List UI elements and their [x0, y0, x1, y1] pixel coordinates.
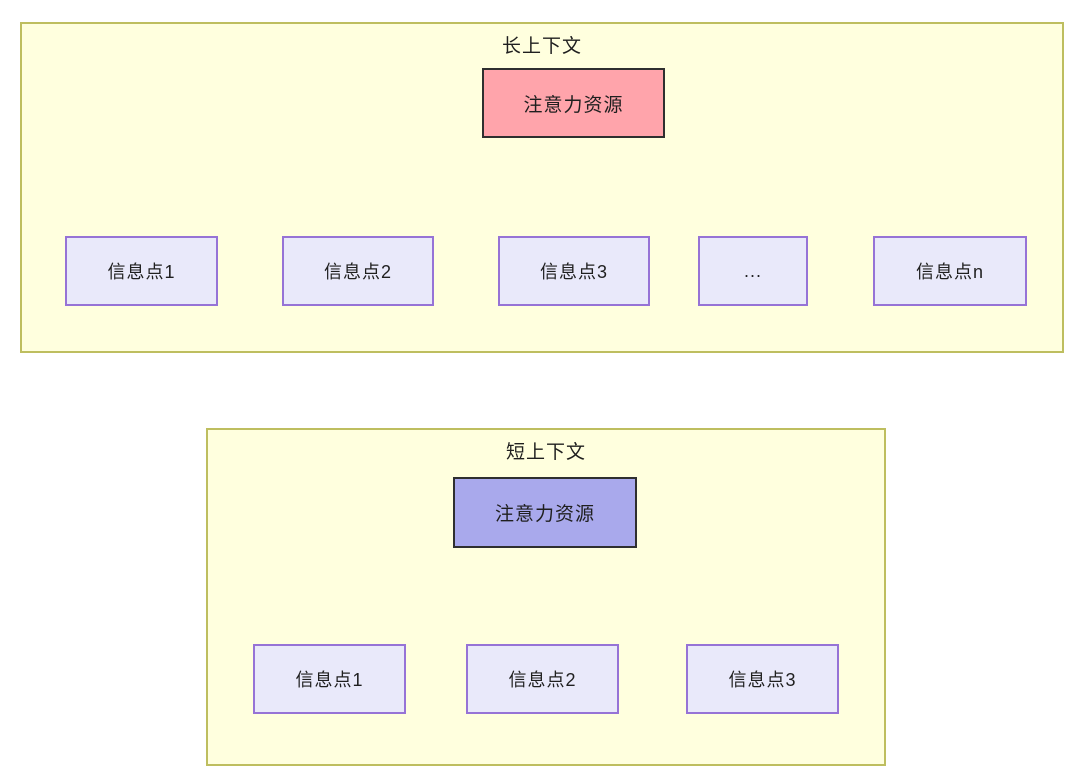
short-info-box-1: 信息点1 [253, 644, 406, 714]
short-attention-resource-label: 注意力资源 [494, 504, 595, 525]
long-attention-resource-box: 注意力资源 [482, 68, 665, 138]
short-info-label-3: 信息点3 [728, 670, 797, 690]
short-context-title: 短上下文 [505, 442, 586, 463]
long-attention-resource-label: 注意力资源 [523, 94, 624, 116]
long-info-label-2: 信息点2 [323, 262, 392, 282]
short-info-label-2: 信息点2 [508, 670, 577, 690]
long-context-title: 长上下文 [501, 36, 582, 57]
long-info-label-ellipsis: ... [743, 260, 762, 281]
long-info-label-n: 信息点n [915, 262, 984, 282]
long-info-box-ellipsis: ... [698, 236, 808, 306]
long-info-box-2: 信息点2 [282, 236, 434, 306]
short-attention-resource-box: 注意力资源 [453, 477, 637, 548]
long-info-label-1: 信息点1 [107, 262, 176, 282]
long-info-box-3: 信息点3 [498, 236, 650, 306]
long-info-label-3: 信息点3 [539, 262, 608, 282]
short-info-label-1: 信息点1 [295, 670, 364, 690]
long-info-box-1: 信息点1 [65, 236, 218, 306]
short-info-box-2: 信息点2 [466, 644, 619, 714]
long-info-box-n: 信息点n [873, 236, 1027, 306]
short-info-box-3: 信息点3 [686, 644, 839, 714]
